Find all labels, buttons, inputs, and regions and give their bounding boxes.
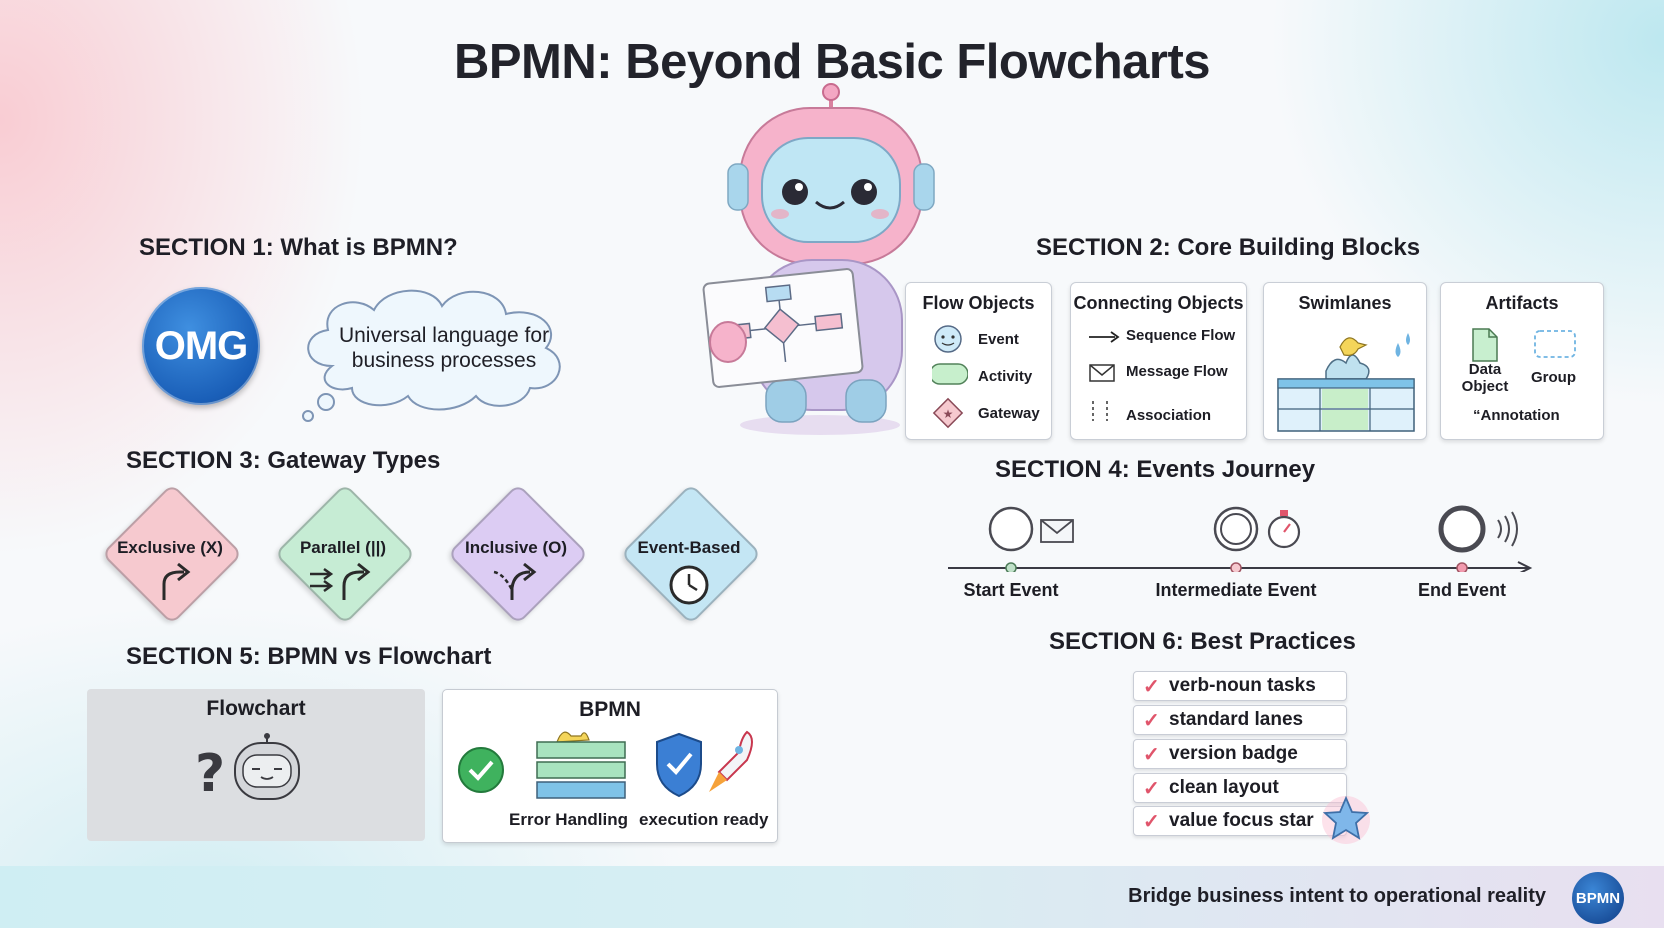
clock-icon — [669, 565, 709, 605]
swimlanes-title: Swimlanes — [1298, 293, 1392, 313]
bpmn-badge: BPMN — [1572, 872, 1624, 924]
check-icon: ✓ — [1143, 709, 1160, 732]
parallel-arrows-icon — [310, 562, 371, 600]
cloud-text: Universal language for business processe… — [338, 324, 550, 372]
omg-logo: OMG — [142, 287, 260, 405]
execution-ready-label: execution ready — [639, 810, 769, 829]
flow-object-gateway: Gateway — [978, 405, 1040, 422]
flow-object-icons: ★ — [932, 325, 968, 429]
gateway-exclusive-label: Exclusive (X) — [117, 538, 223, 557]
curved-arrow-icon — [162, 562, 191, 600]
best-practice-item: ✓ value focus star — [1133, 806, 1347, 836]
robot-mascot-illustration — [702, 83, 935, 435]
flowchart-title: Flowchart — [206, 697, 306, 720]
gateway-inclusive-label: Inclusive (O) — [464, 538, 568, 557]
artifact-icons — [1472, 328, 1576, 362]
artifacts-card: Artifacts Data Object Group “Annotation — [1440, 282, 1604, 440]
artifact-group: Group — [1531, 369, 1576, 386]
confused-robot-icon: ? — [195, 733, 300, 804]
best-practice-item: ✓ standard lanes — [1133, 705, 1347, 735]
flow-objects-card: Flow Objects ★ Event Activity Gateway — [905, 282, 1052, 440]
section1-heading: SECTION 1: What is BPMN? — [139, 234, 458, 261]
flowchart-panel: Flowchart ? — [87, 689, 425, 841]
flow-object-event: Event — [978, 331, 1019, 348]
section2-heading: SECTION 2: Core Building Blocks — [1036, 234, 1421, 261]
best-practice-item: ✓ verb-noun tasks — [1133, 671, 1347, 701]
connector-association: Association — [1126, 407, 1212, 424]
footer-tagline: Bridge business intent to operational re… — [1128, 885, 1546, 907]
events-timeline — [948, 505, 1533, 572]
connector-sequence-flow: Sequence Flow — [1126, 327, 1236, 344]
bpmn-benefit-icons — [458, 730, 753, 799]
event-intermediate-label: Intermediate Event — [1155, 580, 1317, 600]
best-practice-item: ✓ version badge — [1133, 739, 1347, 769]
connecting-objects-card: Connecting Objects Sequence Flow Message… — [1070, 282, 1247, 440]
inclusive-arrows-icon — [493, 562, 537, 600]
bpmn-panel: BPMN Error Handling execution ready — [442, 689, 778, 843]
flow-object-activity: Activity — [978, 368, 1033, 385]
event-end-label: End Event — [1417, 580, 1506, 600]
error-handling-label: Error Handling — [509, 810, 629, 829]
artifact-data-object: Data Object — [1461, 361, 1509, 395]
page-title: BPMN: Beyond Basic Flowcharts — [453, 35, 1211, 89]
star-icon — [1322, 795, 1370, 844]
best-practice-item: ✓ clean layout — [1133, 773, 1347, 803]
artifact-annotation: “Annotation — [1473, 407, 1560, 424]
event-start-label: Start Event — [963, 580, 1059, 600]
gateway-event-based-label: Event-Based — [637, 538, 741, 557]
svg-text:★: ★ — [943, 407, 954, 421]
connector-icons — [1089, 331, 1120, 421]
section4-heading: SECTION 4: Events Journey — [995, 456, 1316, 483]
thought-cloud-icon — [302, 289, 561, 422]
bpmn-title: BPMN — [579, 698, 641, 721]
check-icon: ✓ — [1143, 777, 1160, 800]
footer-bar — [0, 866, 1664, 928]
flow-objects-title: Flow Objects — [922, 293, 1035, 313]
check-icon: ✓ — [1143, 675, 1160, 698]
connecting-objects-title: Connecting Objects — [1073, 293, 1244, 313]
check-icon: ✓ — [1143, 743, 1160, 766]
section6-heading: SECTION 6: Best Practices — [1049, 628, 1356, 655]
artifacts-title: Artifacts — [1485, 293, 1559, 313]
check-icon: ✓ — [1143, 810, 1160, 833]
gateway-parallel-label: Parallel (||) — [299, 538, 387, 557]
swimlane-pool-icon — [1277, 333, 1415, 432]
section5-heading: SECTION 5: BPMN vs Flowchart — [126, 643, 492, 670]
connector-message-flow: Message Flow — [1126, 363, 1228, 380]
swimlanes-card: Swimlanes — [1263, 282, 1427, 440]
svg-text:?: ? — [195, 744, 225, 804]
section3-heading: SECTION 3: Gateway Types — [126, 447, 441, 474]
